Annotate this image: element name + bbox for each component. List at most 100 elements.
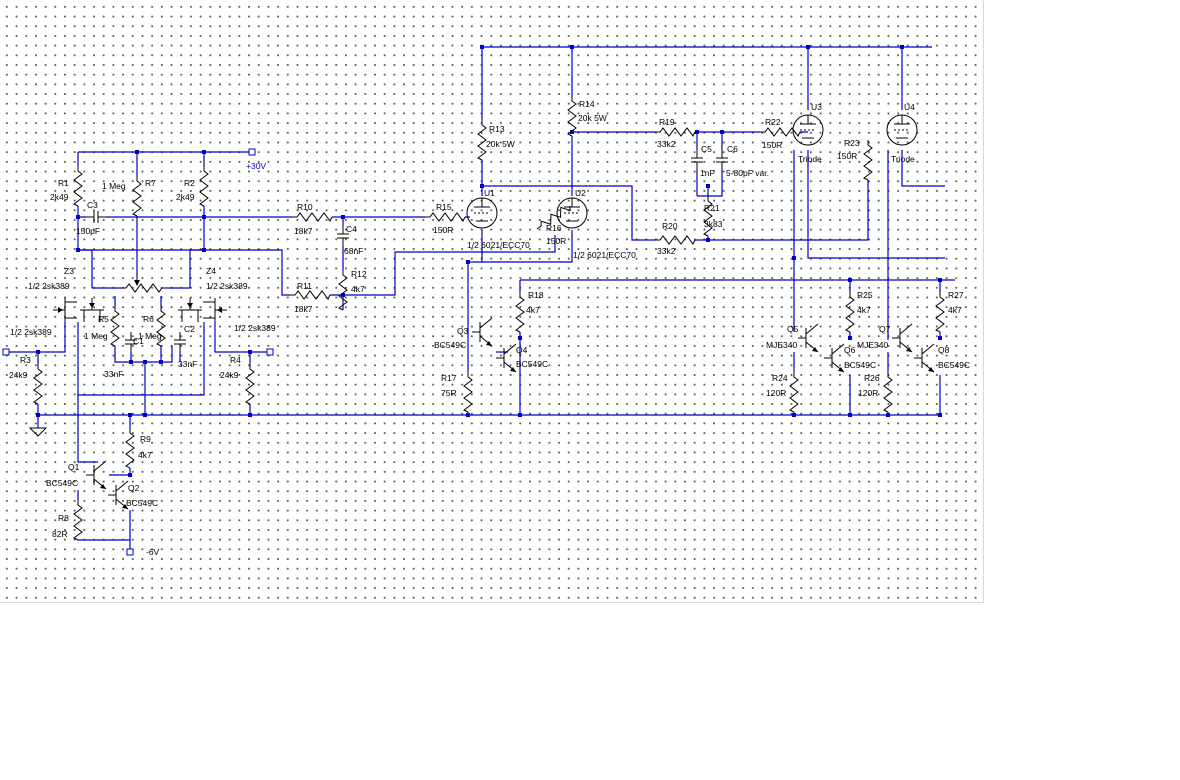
label-r13: R13	[489, 124, 505, 134]
wires	[6, 46, 955, 552]
label-r12: R12	[351, 269, 367, 279]
label-u1: U1	[484, 188, 495, 198]
label-z1-value: 1/2 2sk389	[10, 327, 52, 337]
label-u1-value: 1/2 6021/ECC70	[467, 240, 530, 250]
label-q6: Q6	[844, 345, 856, 355]
schematic-canvas[interactable]	[0, 0, 984, 603]
label-q4: Q4	[516, 345, 528, 355]
label-q3-value: BC549C	[434, 340, 466, 350]
label-q8-value: BC549C	[938, 360, 970, 370]
label-c3: C3	[87, 200, 98, 210]
label-r7-value: 1 Meg	[102, 181, 126, 191]
label-r5: R5	[98, 314, 109, 324]
label-r23-value: 150R	[837, 151, 857, 161]
label-r10-value: 18k7	[294, 226, 313, 236]
label-q1: Q1	[68, 462, 80, 472]
label-r26-value: 120R	[858, 388, 878, 398]
label-vplus: +30V	[246, 161, 266, 171]
junctions	[36, 45, 942, 477]
label-q8: Q8	[938, 345, 950, 355]
label-r24: R24	[772, 373, 788, 383]
label-r8: R8	[58, 513, 69, 523]
label-r5-value: 1 Meg	[84, 331, 108, 341]
label-r19: R19	[659, 117, 675, 127]
label-r19-value: 33k2	[657, 139, 676, 149]
label-r9-value: 4k7	[138, 450, 152, 460]
label-q3: Q3	[457, 326, 469, 336]
label-c2: C2	[184, 324, 195, 334]
label-r22-value: 150R	[762, 140, 782, 150]
terminals	[2, 148, 274, 556]
label-r25: R25	[857, 290, 873, 300]
label-r11-value: 18k7	[294, 304, 313, 314]
label-r4: R4	[230, 355, 241, 365]
label-r27: R27	[948, 290, 964, 300]
label-q5: Q5	[787, 324, 799, 334]
label-r24-value: 120R	[766, 388, 786, 398]
label-r20: R20	[662, 221, 678, 231]
label-c6: C6	[727, 144, 738, 154]
label-r10: R10	[297, 202, 313, 212]
label-c1-value: 33nF	[104, 369, 123, 379]
label-u4-value: Triode	[891, 154, 915, 164]
label-z4: Z4	[206, 266, 216, 276]
label-r17: R17	[441, 373, 457, 383]
label-r17-value: 75R	[441, 388, 457, 398]
label-r16-value: 150R	[546, 236, 566, 246]
label-q7-value: MJE340	[857, 340, 888, 350]
label-q6-value: BC549C	[844, 360, 876, 370]
label-z4-value: 1/2 2sk389	[206, 281, 248, 291]
label-r6: R6	[143, 314, 154, 324]
label-r3: R3	[20, 355, 31, 365]
label-r21: R21	[704, 203, 720, 213]
label-z3-value: 1/2 2sk389	[28, 281, 70, 291]
label-q4-value: BC549C	[516, 359, 548, 369]
label-r2: R2	[184, 178, 195, 188]
labels: +30V -6V R1 2k49 R2 2k49 1 Meg R7 C3 150…	[9, 99, 970, 557]
label-q1-value: BC549C	[46, 478, 78, 488]
label-r18: R18	[528, 290, 544, 300]
label-r2-value: 2k49	[176, 192, 195, 202]
components	[33, 95, 945, 541]
label-r11: R11	[297, 281, 312, 291]
label-u3-value: Triode	[798, 154, 822, 164]
label-r16: R16	[546, 223, 562, 233]
label-r1: R1	[58, 178, 69, 188]
label-r21-value: 3k83	[704, 219, 723, 229]
label-c1: C1	[133, 336, 144, 346]
label-r6-value: 1 Meg	[138, 331, 162, 341]
label-r14-value: 20k 5W	[578, 113, 607, 123]
label-r26: R26	[864, 373, 880, 383]
label-r13-value: 20k 5W	[486, 139, 515, 149]
label-c2-value: 33nF	[178, 359, 197, 369]
label-r15: R15	[436, 202, 452, 212]
label-q2: Q2	[128, 483, 140, 493]
label-c3-value: 150pF	[76, 226, 100, 236]
label-c5: C5	[701, 144, 712, 154]
label-r8-value: 82R	[52, 529, 68, 539]
label-c5-value: 1nF	[700, 168, 715, 178]
label-u2: U2	[575, 188, 586, 198]
ground-symbol	[28, 427, 48, 437]
label-r15-value: 150R	[433, 225, 453, 235]
label-r14: R14	[579, 99, 595, 109]
label-r9: R9	[140, 434, 151, 444]
label-c4: C4	[346, 224, 357, 234]
label-u2-value: 1/2 6021/ECC70	[573, 250, 636, 260]
label-c6-value: 5-80pF var.	[726, 168, 769, 178]
label-r3-value: 24k9	[9, 370, 28, 380]
label-r7: R7	[145, 178, 156, 188]
label-r20-value: 33k2	[657, 246, 676, 256]
label-u4: U4	[904, 102, 915, 112]
label-r1-value: 2k49	[50, 192, 69, 202]
label-z2-value: 1/2 2sk389	[234, 323, 276, 333]
label-z3: Z3	[64, 266, 74, 276]
label-r12-value: 4k7	[351, 284, 365, 294]
label-c4-value: 68nF	[344, 246, 363, 256]
label-q5-value: MJE340	[766, 340, 797, 350]
label-r4-value: 24k9	[220, 370, 239, 380]
label-r18-value: 4k7	[526, 305, 540, 315]
label-q7: Q7	[879, 324, 891, 334]
label-u3: U3	[811, 102, 822, 112]
